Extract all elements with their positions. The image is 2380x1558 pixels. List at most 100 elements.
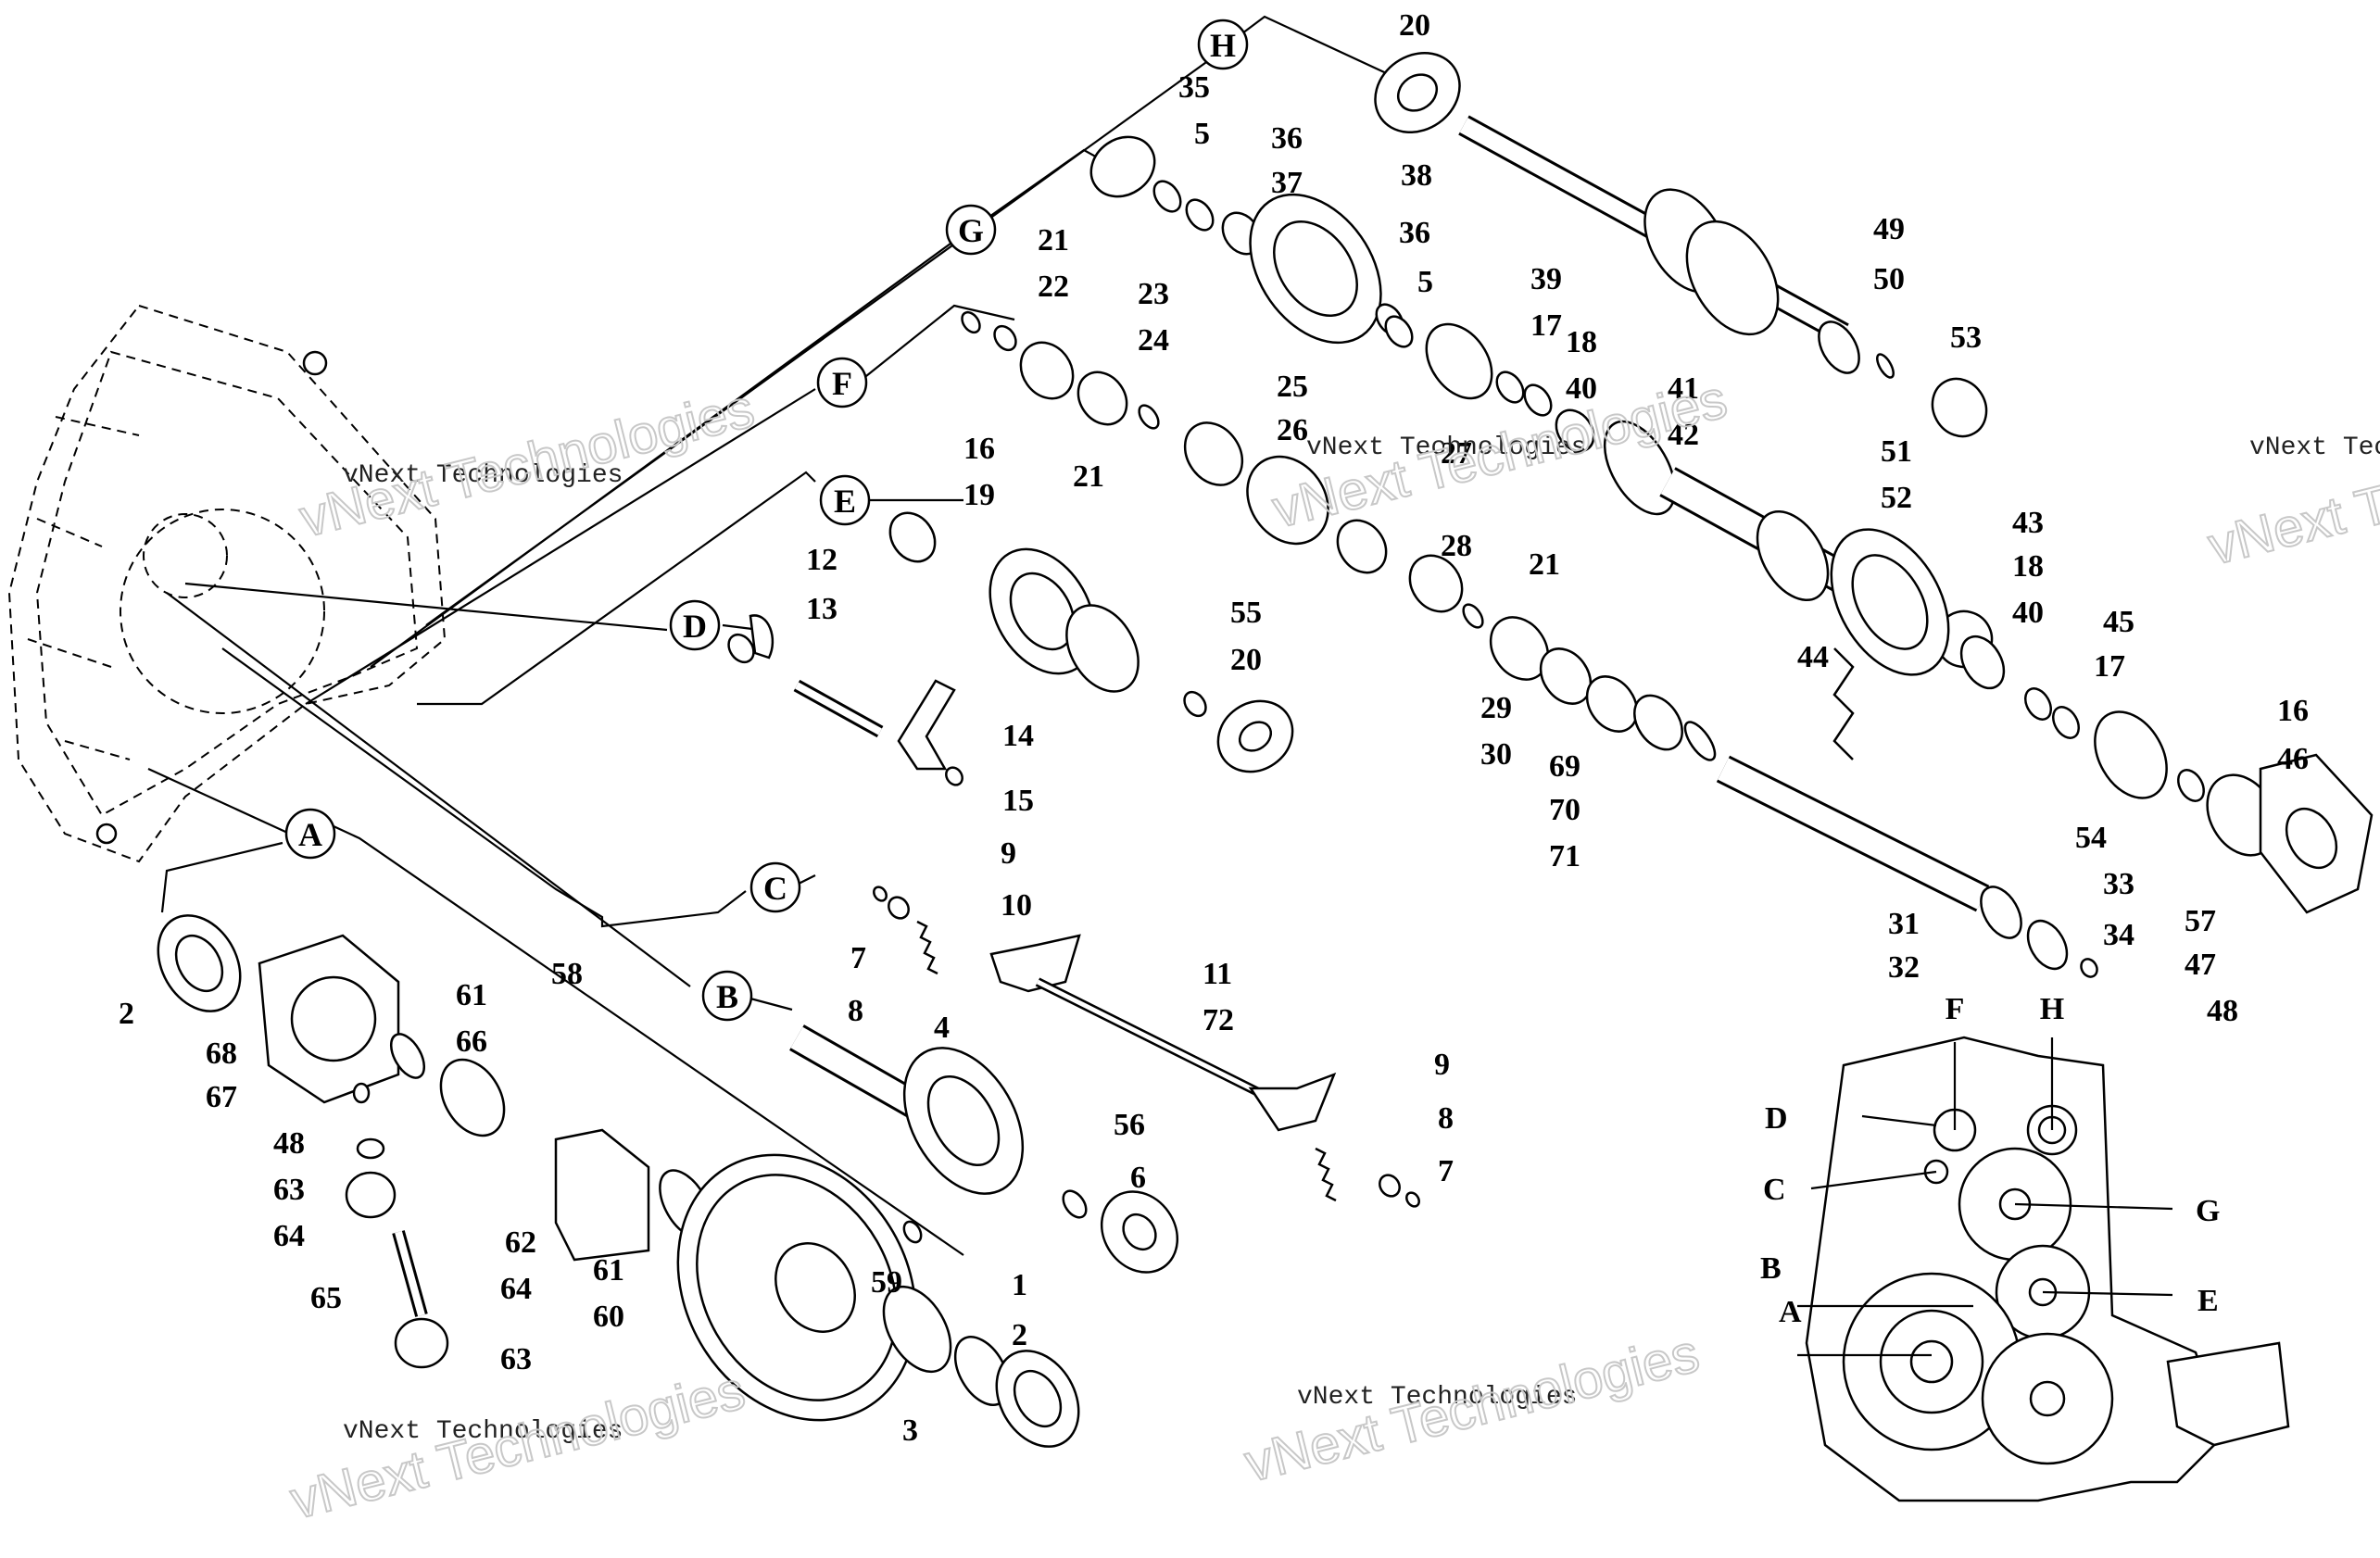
part-label-41: 41 <box>1668 371 1699 406</box>
callout-g: G <box>958 212 984 249</box>
callout-c: C <box>763 870 787 907</box>
part-label-47: 47 <box>2185 948 2216 982</box>
part-label-23: 23 <box>1138 277 1169 311</box>
shaft-a-assembly <box>157 914 1080 1448</box>
part-label-24: 24 <box>1138 323 1169 358</box>
inset-label-d: D <box>1765 1101 1788 1136</box>
part-label-5a: 5 <box>1194 117 1210 151</box>
part-label-6: 6 <box>1130 1161 1146 1195</box>
part-label-16b: 16 <box>2277 694 2309 728</box>
inset-label-f: F <box>1946 992 1965 1026</box>
shaft-b-assembly <box>789 1024 1179 1274</box>
part-label-58: 58 <box>551 957 583 991</box>
part-label-32: 32 <box>1888 950 1920 985</box>
part-label-64b: 64 <box>500 1272 532 1306</box>
inset-label-a: A <box>1779 1295 1802 1329</box>
part-label-31: 31 <box>1888 907 1920 941</box>
part-label-18a: 18 <box>1566 325 1597 359</box>
part-label-26: 26 <box>1277 413 1308 447</box>
part-label-39: 39 <box>1530 262 1562 296</box>
callout-c-circle <box>749 861 801 913</box>
watermark-text: vNext Technologies <box>1306 433 1586 462</box>
part-label-71: 71 <box>1549 839 1580 873</box>
part-label-22: 22 <box>1038 270 1069 304</box>
part-label-21b: 21 <box>1073 459 1104 494</box>
part-label-36a: 36 <box>1271 121 1303 156</box>
part-label-4: 4 <box>934 1011 950 1045</box>
part-number-labels: 1 2 2 3 4 5 5 6 7 7 8 8 9 9 10 11 12 13 … <box>119 8 2309 1448</box>
part-label-42: 42 <box>1668 418 1699 452</box>
part-label-20a: 20 <box>1399 8 1430 43</box>
part-label-62: 62 <box>505 1225 536 1260</box>
callout-e: E <box>834 483 856 520</box>
part-label-36b: 36 <box>1399 216 1430 250</box>
part-label-56: 56 <box>1114 1108 1145 1142</box>
part-label-3: 3 <box>902 1414 918 1448</box>
part-label-49: 49 <box>1873 212 1905 246</box>
inset-label-c: C <box>1763 1173 1786 1207</box>
callout-f-circle <box>816 357 868 408</box>
part-label-68: 68 <box>206 1037 237 1071</box>
callout-h: H <box>1210 27 1236 64</box>
watermark-text: vNext Technologies <box>2202 406 2380 576</box>
part-label-9b: 9 <box>1434 1048 1450 1082</box>
part-label-55: 55 <box>1230 596 1262 630</box>
callout-e-circle <box>819 474 871 526</box>
part-label-40a: 40 <box>1566 371 1597 406</box>
part-label-60: 60 <box>593 1300 624 1334</box>
part-label-65: 65 <box>310 1281 342 1315</box>
part-label-16a: 16 <box>963 432 995 466</box>
part-label-33: 33 <box>2103 867 2134 901</box>
part-label-28: 28 <box>1441 529 1472 563</box>
callout-d-circle <box>669 599 721 651</box>
shaft-f-assembly <box>961 310 2374 978</box>
part-label-48b: 48 <box>2207 994 2238 1028</box>
shaft-d-assembly <box>727 614 963 786</box>
part-label-67: 67 <box>206 1080 237 1114</box>
part-label-8a: 8 <box>848 994 863 1028</box>
part-label-40b: 40 <box>2012 596 2044 630</box>
part-label-52: 52 <box>1881 481 1912 515</box>
part-label-57: 57 <box>2185 904 2216 938</box>
part-label-53: 53 <box>1950 320 1982 355</box>
part-label-11: 11 <box>1203 957 1232 991</box>
callout-b-circle <box>701 970 753 1022</box>
part-label-43: 43 <box>2012 506 2044 540</box>
watermark-text: vNext Technologies <box>343 1417 623 1446</box>
part-label-34: 34 <box>2103 918 2134 952</box>
part-label-10: 10 <box>1001 888 1032 923</box>
part-label-20b: 20 <box>1230 643 1262 677</box>
watermark-text: vNext Technologies <box>1297 1383 1577 1412</box>
part-label-70: 70 <box>1549 793 1580 827</box>
part-label-54: 54 <box>2075 821 2107 855</box>
callout-a: A <box>298 816 322 853</box>
part-label-64a: 64 <box>273 1219 305 1253</box>
callout-b: B <box>716 978 738 1015</box>
inset-label-e: E <box>2197 1284 2219 1318</box>
part-label-27: 27 <box>1441 436 1472 471</box>
shaft-c-assembly <box>873 886 1420 1208</box>
part-label-59: 59 <box>871 1265 902 1300</box>
shaft-h-assembly <box>1374 51 1988 438</box>
part-label-69: 69 <box>1549 749 1580 784</box>
callout-leader-lines <box>147 15 1409 1256</box>
part-label-2a: 2 <box>119 997 134 1031</box>
watermark-text: vNext Technologies <box>2249 433 2380 462</box>
part-label-38: 38 <box>1401 158 1432 193</box>
part-label-51: 51 <box>1881 434 1912 469</box>
part-label-37: 37 <box>1271 166 1303 200</box>
part-label-5b: 5 <box>1417 265 1433 299</box>
part-label-46: 46 <box>2277 742 2309 776</box>
part-label-2b: 2 <box>1012 1318 1027 1352</box>
part-label-25: 25 <box>1277 370 1308 404</box>
part-label-29: 29 <box>1480 691 1512 725</box>
part-label-45: 45 <box>2103 605 2134 639</box>
part-label-12: 12 <box>806 543 837 577</box>
part-label-72: 72 <box>1203 1003 1234 1037</box>
part-label-63b: 63 <box>500 1342 532 1376</box>
part-label-18b: 18 <box>2012 549 2044 584</box>
part-label-44: 44 <box>1797 640 1829 674</box>
part-label-19: 19 <box>963 478 995 512</box>
part-label-61a: 61 <box>456 978 487 1012</box>
part-label-48a: 48 <box>273 1126 305 1161</box>
